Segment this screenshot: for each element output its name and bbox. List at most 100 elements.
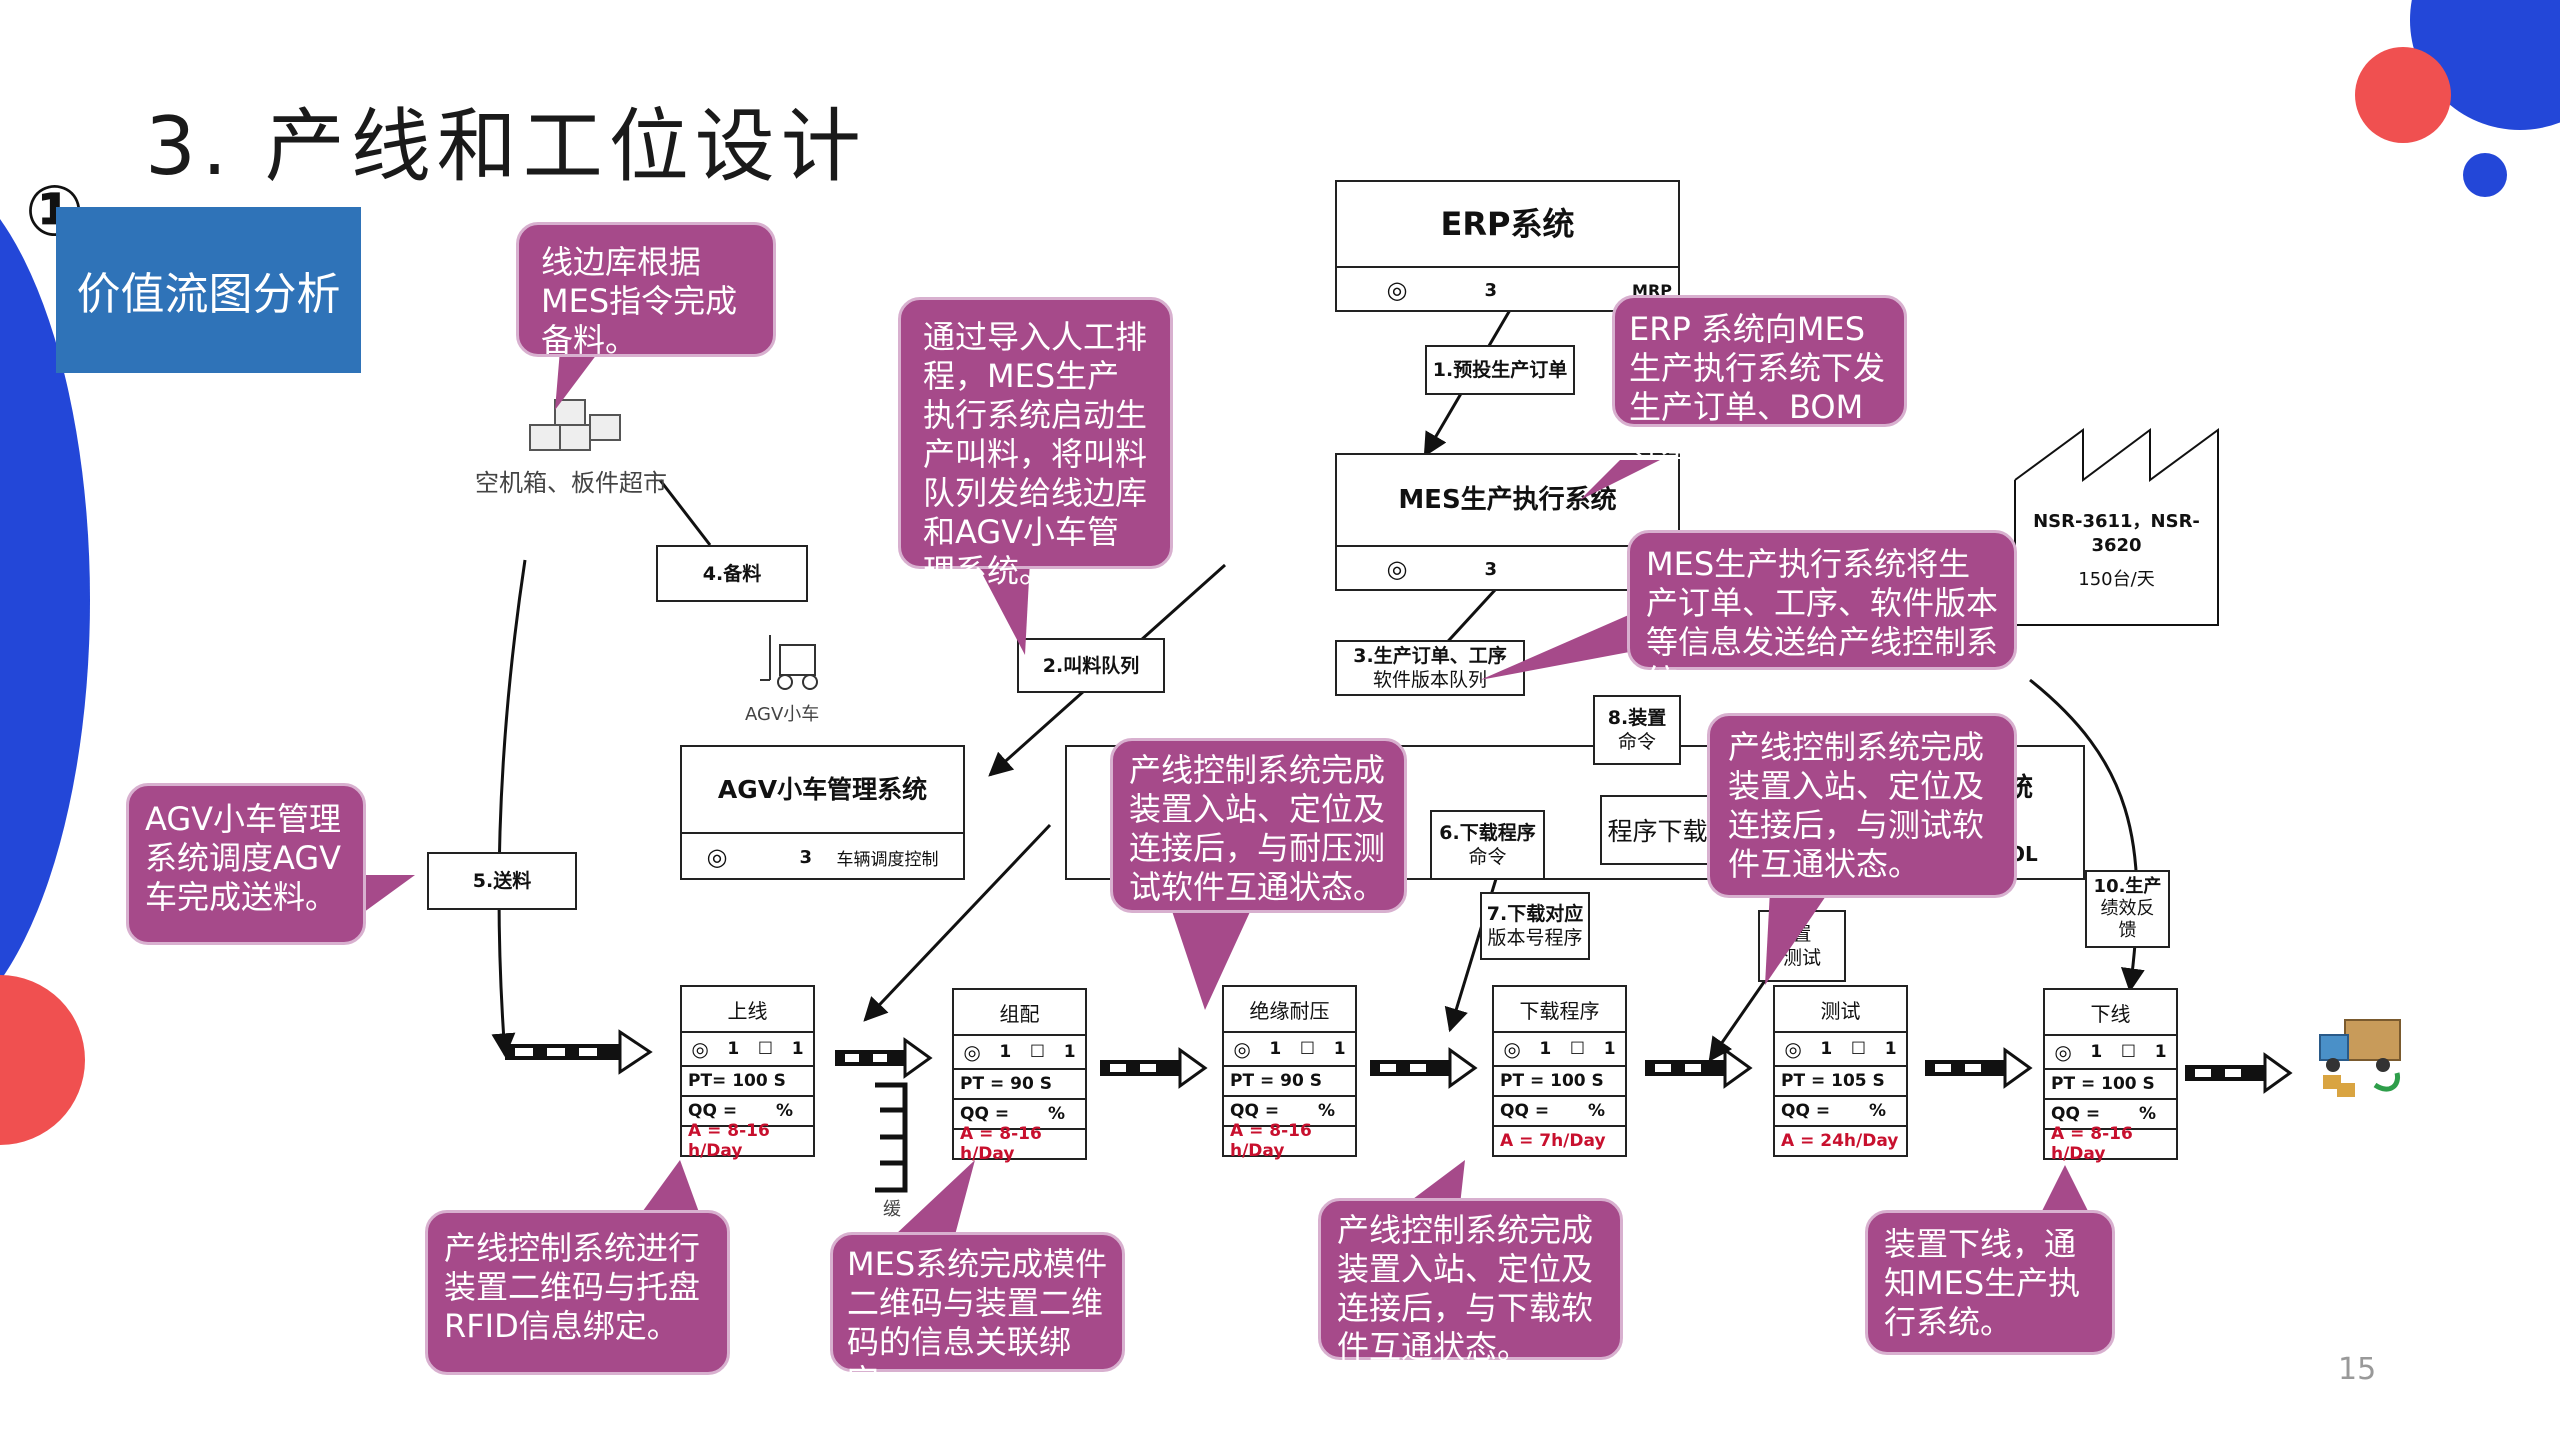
process-qq: QQ = — [1500, 1101, 1550, 1121]
section-tag: 价值流图分析 — [56, 207, 361, 373]
process-availability: A = 24h/Day — [1781, 1131, 1899, 1151]
buffer-bracket — [875, 1082, 908, 1193]
operator-icon: ◎ — [706, 843, 728, 871]
operator-icon: ◎ — [691, 1037, 709, 1061]
inventory-box-icon: ☐ — [2120, 1042, 2137, 1062]
process-ops: 1 — [727, 1039, 740, 1059]
erp-system-box: ERP系统 ◎ 3 MRP — [1335, 180, 1680, 312]
inventory-box-icon: ☐ — [1569, 1039, 1586, 1059]
callout-backup-material: 线边库根据MES指令完成备料。 — [516, 222, 776, 359]
agv-sub: 车辆调度控制 — [836, 849, 939, 870]
process-qq-pct: % — [2138, 1104, 2156, 1124]
process-ops: 1 — [999, 1042, 1012, 1062]
process-name: 绝缘耐压 — [1224, 987, 1355, 1033]
process-pt: PT = 105 S — [1775, 1067, 1906, 1097]
inventory-box-icon: ☐ — [1299, 1039, 1316, 1059]
process-name: 下线 — [2045, 990, 2176, 1036]
process-pt: PT = 90 S — [1224, 1067, 1355, 1097]
callout-call-material: 通过导入人工排程，MES生产执行系统启动生产叫料，将叫料队列发给线边库和AGV小… — [898, 297, 1173, 590]
callout-line-off: 装置下线，通知MES生产执行系统。 — [1865, 1210, 2115, 1355]
process-qq-pct: % — [1868, 1101, 1886, 1121]
flow-label-6: 6.下载程序命令 — [1430, 810, 1545, 880]
process-inv: 1 — [791, 1039, 804, 1059]
operator-icon: ◎ — [963, 1040, 981, 1064]
process-pt: PT = 100 S — [1494, 1067, 1625, 1097]
process-qq: QQ = — [960, 1104, 1010, 1124]
callout-download-software: 产线控制系统完成装置入站、定位及连接后，与下载软件互通状态。 — [1318, 1198, 1623, 1366]
agv-system-box: AGV小车管理系统 ◎ 3 车辆调度控制 — [680, 745, 965, 880]
flow-label-5: 5.送料 — [427, 852, 577, 910]
process-qq: QQ = — [1781, 1101, 1831, 1121]
left-red-circle — [0, 975, 85, 1145]
supplier-name: NSR-3611，NSR-3620 — [2033, 511, 2200, 556]
operator-icon: ◎ — [1503, 1037, 1521, 1061]
process-pt: PT = 90 S — [954, 1070, 1085, 1100]
process-qq-pct: % — [1587, 1101, 1605, 1121]
process-inv: 1 — [2154, 1042, 2167, 1062]
mes-title: MES生产执行系统 — [1337, 455, 1678, 547]
flow-label-2: 2.叫料队列 — [1017, 638, 1165, 693]
agv-count: 3 — [799, 846, 812, 868]
process-name: 组配 — [954, 990, 1085, 1036]
flow-label-10: 10.生产绩效反馈 — [2085, 870, 2170, 948]
factory-icon — [2014, 428, 2219, 626]
erp-count: 3 — [1484, 279, 1497, 301]
process-qq-pct: % — [775, 1101, 793, 1121]
process-availability: A = 7h/Day — [1500, 1131, 1606, 1151]
process-name: 下载程序 — [1494, 987, 1625, 1033]
callout-mes-to-plc: MES生产执行系统将生产订单、工序、软件版本等信息发送给产线控制系统。 — [1627, 530, 2017, 700]
process-name: 上线 — [682, 987, 813, 1033]
process-pt: PT = 100 S — [2045, 1070, 2176, 1100]
process-qq-pct: % — [1317, 1101, 1335, 1121]
flow-label-1: 1.预投生产订单 — [1425, 345, 1575, 395]
inventory-box-icon: ☐ — [757, 1039, 774, 1059]
agv-icon-label: AGV小车 — [745, 704, 820, 725]
flow-label-4: 4.备料 — [656, 545, 808, 602]
process-qq: QQ = — [2051, 1104, 2101, 1124]
process-qq-pct: % — [1047, 1104, 1065, 1124]
process-name: 测试 — [1775, 987, 1906, 1033]
inventory-box-icon: ☐ — [1029, 1042, 1046, 1062]
top-right-small-blue-dot — [2463, 153, 2507, 197]
operator-icon: ◎ — [1386, 555, 1408, 583]
operator-icon: ◎ — [1386, 276, 1408, 304]
callout-test-software: 产线控制系统完成装置入站、定位及连接后，与测试软件互通状态。 — [1707, 713, 2017, 898]
operator-icon: ◎ — [1233, 1037, 1251, 1061]
supplier-rate: 150台/天 — [2078, 569, 2155, 590]
flow-label-7: 7.下载对应版本号程序 — [1480, 892, 1590, 960]
process-inv: 1 — [1063, 1042, 1076, 1062]
process-qq: QQ = — [1230, 1101, 1280, 1121]
mes-count: 3 — [1484, 558, 1497, 580]
process-ops: 1 — [1539, 1039, 1552, 1059]
process-inv: 1 — [1603, 1039, 1616, 1059]
page-number: 15 — [2338, 1352, 2377, 1387]
callout-insulation-test: 产线控制系统完成装置入站、定位及连接后，与耐压测试软件互通状态。 — [1110, 738, 1407, 913]
callout-agv-delivery: AGV小车管理系统调度AGV车完成送料。 — [126, 783, 366, 945]
push-arrows — [505, 1029, 2293, 1094]
callout-erp-to-mes: ERP 系统向MES生产执行系统下发生产订单、BOM等基础数据。 — [1612, 295, 1907, 465]
process-qq: QQ = — [688, 1101, 738, 1121]
buffer-label: 缓 — [883, 1199, 901, 1220]
supermarket-line — [658, 479, 712, 546]
inventory-box-icon: ☐ — [1850, 1039, 1867, 1059]
process-pt: PT= 100 S — [682, 1067, 813, 1097]
forklift-icon — [760, 635, 818, 690]
agv-to-assembly-line — [863, 823, 1052, 1022]
program-download-box: 程序下载 — [1600, 795, 1715, 865]
erp-mrp: MRP — [1632, 280, 1672, 300]
callout-rfid-binding: 产线控制系统进行装置二维码与托盘RFID信息绑定。 — [425, 1210, 730, 1375]
left-feed-line — [491, 559, 527, 1058]
slide-title: 3. 产线和工位设计 — [145, 100, 867, 193]
erp-title: ERP系统 — [1337, 182, 1678, 268]
process-ops: 1 — [1269, 1039, 1282, 1059]
supermarket-boxes-icon — [529, 399, 621, 451]
agv-title: AGV小车管理系统 — [682, 747, 963, 834]
